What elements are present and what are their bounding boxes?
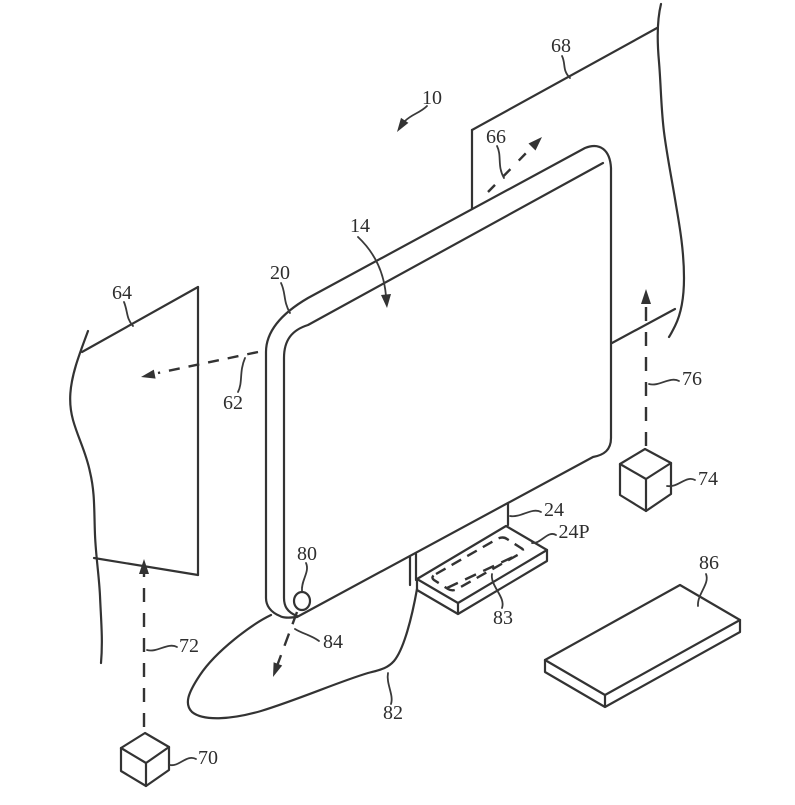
ref-label-76: 76: [682, 368, 702, 390]
port-80-circle: [292, 590, 312, 612]
leader-76: [648, 378, 680, 386]
arrow-76-head: [641, 289, 651, 304]
ref-label-64: 64: [112, 282, 132, 304]
display-front-face-edges: [282, 161, 605, 618]
arrow-76: [641, 289, 651, 446]
ref-label-70: 70: [198, 747, 218, 769]
ref-label-74: 74: [698, 468, 718, 490]
arrow-66-dashes: [487, 145, 534, 193]
ref-label-14: 14: [350, 215, 370, 237]
leader-83: [491, 573, 504, 609]
cube-70: [119, 731, 171, 788]
panel-68-bottom-edge: [610, 307, 677, 345]
arrow-62-head: [141, 369, 156, 379]
panel-68-wavy-edge: [656, 2, 686, 339]
stand: [408, 502, 510, 587]
ref-label-24p: 24P: [558, 521, 589, 543]
ref-label-68: 68: [551, 35, 571, 57]
leader-66: [496, 145, 505, 179]
panel-68: [470, 2, 686, 345]
ref-label-72: 72: [179, 635, 199, 657]
ref-label-20: 20: [270, 262, 290, 284]
leader-24p: [531, 533, 557, 544]
panel-64-wavy-edge: [69, 329, 103, 665]
leader-lines: [123, 55, 708, 767]
cube-70-inner-edges: [119, 745, 171, 788]
ref-label-82: 82: [383, 702, 403, 724]
arrow-14-head: [381, 294, 391, 308]
base-platform: [415, 524, 549, 616]
ref-label-80: 80: [297, 543, 317, 565]
stand-left-edges: [408, 552, 418, 587]
ref-label-62: 62: [223, 392, 243, 414]
arrow-14-curve: [357, 236, 387, 297]
display: [264, 144, 613, 619]
desk-surface-outline-82: [186, 587, 419, 720]
leader-72: [146, 644, 178, 652]
pad-24p-dashed-outline: [431, 536, 525, 592]
arrow-84-dashes: [275, 611, 299, 667]
leader-86: [697, 573, 708, 607]
keyboard-thickness-edges: [543, 618, 742, 709]
leader-62: [237, 357, 246, 393]
panel-64-top-edge: [80, 285, 200, 354]
arrow-66: [487, 137, 542, 193]
keyboard-top-face: [543, 583, 742, 697]
keyboard-86: [543, 583, 742, 709]
platform-top-face: [415, 524, 549, 605]
arrow-10-head: [397, 117, 409, 132]
cube-74-inner-edges: [618, 461, 673, 513]
pad-inner-dashed-line-83: [446, 554, 516, 590]
arrow-72: [139, 559, 149, 727]
ref-label-86: 86: [699, 552, 719, 574]
leader-64: [123, 301, 134, 327]
panel-68-top-edge: [470, 26, 659, 132]
ref-label-83: 83: [493, 607, 513, 629]
display-outer-outline: [264, 144, 613, 619]
leader-70: [169, 757, 197, 767]
arrow-62: [141, 350, 259, 379]
ref-label-10: 10: [422, 87, 442, 109]
leader-68: [561, 55, 571, 79]
leader-24: [509, 509, 542, 518]
arrow-62-dashes: [157, 350, 259, 375]
reference-labels: 10 14 20 24 24P 62 64 66 68 70 72 74 76 …: [112, 35, 719, 769]
ref-label-84: 84: [323, 631, 343, 653]
ref-label-66: 66: [486, 126, 506, 148]
cube-74: [618, 447, 673, 513]
leader-84: [294, 628, 320, 642]
leader-80: [301, 562, 308, 592]
arrow-84: [273, 611, 299, 677]
arrow-84-head: [273, 662, 283, 677]
arrow-66-head: [528, 137, 542, 151]
leader-82: [386, 672, 393, 705]
arrow-10: [397, 105, 428, 132]
leader-74: [666, 478, 696, 488]
platform-thickness-edges: [415, 548, 549, 616]
panel-64: [69, 285, 200, 665]
leader-20: [280, 282, 291, 314]
arrow-14: [357, 236, 391, 308]
ref-label-24: 24: [544, 499, 564, 521]
arrow-72-head: [139, 559, 149, 574]
